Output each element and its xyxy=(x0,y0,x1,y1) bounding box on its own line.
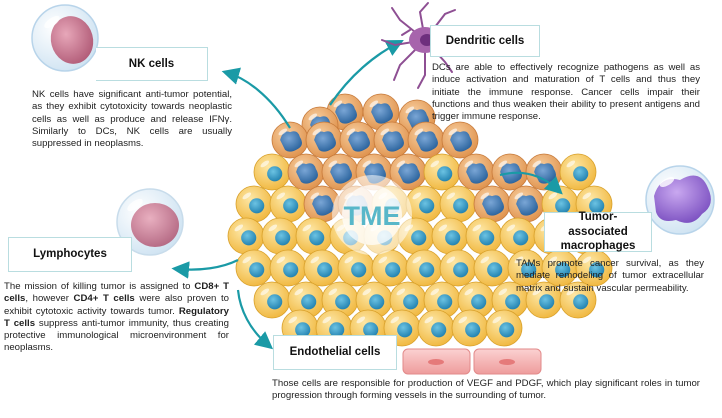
tam-description: TAMs promote cancer survival, as they me… xyxy=(516,258,704,294)
lymphocytes-text-4: suppress anti-tumor immunity, thus creat… xyxy=(4,317,229,354)
tumor-cell xyxy=(305,121,343,159)
tumor-cell xyxy=(507,185,545,223)
normal-cell xyxy=(417,309,455,347)
arrow-to-endothelial xyxy=(236,289,274,350)
normal-cell xyxy=(507,249,545,287)
normal-cell xyxy=(235,249,273,287)
endothelial-cells-description: Those cells are responsible for producti… xyxy=(272,378,700,402)
normal-cell xyxy=(525,281,563,319)
tumor-cell xyxy=(287,153,325,191)
lymphocytes-description: The mission of killing tumor is assigned… xyxy=(4,281,229,355)
tam-title-box: Tumor-associated macrophages xyxy=(544,211,652,253)
endothelial-cells-title-box: Endothelial cells xyxy=(273,335,397,370)
macrophage-icon xyxy=(645,165,715,235)
lymphocytes-text-3: were also proven to exhibit cytotoxic ac… xyxy=(4,293,230,317)
cd4-label: CD4+ T cells xyxy=(73,293,135,305)
normal-cell xyxy=(405,249,443,287)
normal-cell xyxy=(269,185,307,223)
lymphocyte-icon xyxy=(116,188,184,256)
arrows xyxy=(171,39,563,350)
normal-cell xyxy=(389,281,427,319)
dendritic-cells-title: Dendritic cells xyxy=(445,34,525,47)
normal-cell xyxy=(261,217,299,255)
normal-cell xyxy=(321,281,359,319)
normal-cell xyxy=(287,281,325,319)
endothelial-cells-title: Endothelial cells xyxy=(289,346,381,359)
endothelial-cells-icon xyxy=(402,348,542,375)
normal-cell xyxy=(423,281,461,319)
normal-cell xyxy=(269,249,307,287)
lymphocytes-title: Lymphocytes xyxy=(33,248,107,261)
arrow-to-nk xyxy=(221,67,291,129)
normal-cell xyxy=(541,249,579,287)
normal-cell xyxy=(337,249,375,287)
dendritic-cells-title-box: Dendritic cells xyxy=(430,25,540,57)
normal-cell xyxy=(439,185,477,223)
nk-cells-title-box: NK cells xyxy=(96,47,208,81)
tme-label: TME xyxy=(344,201,401,231)
normal-cell xyxy=(559,281,597,319)
nk-cells-title: NK cells xyxy=(128,57,175,70)
tumor-cell xyxy=(441,121,479,159)
arrow-to-lymphocytes xyxy=(171,259,239,279)
normal-cell xyxy=(303,249,341,287)
normal-cell xyxy=(423,153,461,191)
normal-cell xyxy=(473,249,511,287)
normal-cell xyxy=(295,217,333,255)
nk-cell-icon xyxy=(31,4,99,72)
tumor-cell xyxy=(491,153,529,191)
tumor-cell xyxy=(407,121,445,159)
lymphocytes-title-box: Lymphocytes xyxy=(8,237,132,272)
normal-cell xyxy=(451,309,489,347)
normal-cell xyxy=(227,217,265,255)
nk-cells-description: NK cells have significant anti-tumor pot… xyxy=(32,89,232,150)
arrow-to-tam xyxy=(499,171,563,195)
normal-cell xyxy=(253,281,291,319)
normal-cell xyxy=(559,153,597,191)
cd8-label: CD8+ T cells xyxy=(4,281,229,305)
tumor-cell xyxy=(373,121,411,159)
tumor-cell xyxy=(271,121,309,159)
normal-cell xyxy=(465,217,503,255)
tumor-cell xyxy=(339,121,377,159)
tme-center-disc xyxy=(342,185,402,245)
dendritic-cells-description: DCs are able to effectively recognize pa… xyxy=(432,62,700,123)
tumor-cell xyxy=(457,153,495,191)
normal-cell xyxy=(235,185,273,223)
normal-cell xyxy=(575,249,613,287)
normal-cell xyxy=(485,309,523,347)
normal-cell xyxy=(499,217,537,255)
tam-title: Tumor-associated macrophages xyxy=(560,211,636,253)
tumor-cell xyxy=(525,153,563,191)
normal-cell xyxy=(371,249,409,287)
treg-label: Regulatory T cells xyxy=(4,305,229,329)
normal-cell xyxy=(431,217,469,255)
tumor-cell xyxy=(389,153,427,191)
arrow-to-dendritic xyxy=(329,39,404,106)
lymphocytes-text-1: The mission of killing tumor is assigned… xyxy=(4,281,195,292)
normal-cell xyxy=(355,281,393,319)
tumor-cell xyxy=(362,93,400,131)
normal-cell xyxy=(253,153,291,191)
lymphocytes-text-2: , however xyxy=(25,293,74,305)
tumor-cell xyxy=(473,185,511,223)
normal-cell xyxy=(439,249,477,287)
